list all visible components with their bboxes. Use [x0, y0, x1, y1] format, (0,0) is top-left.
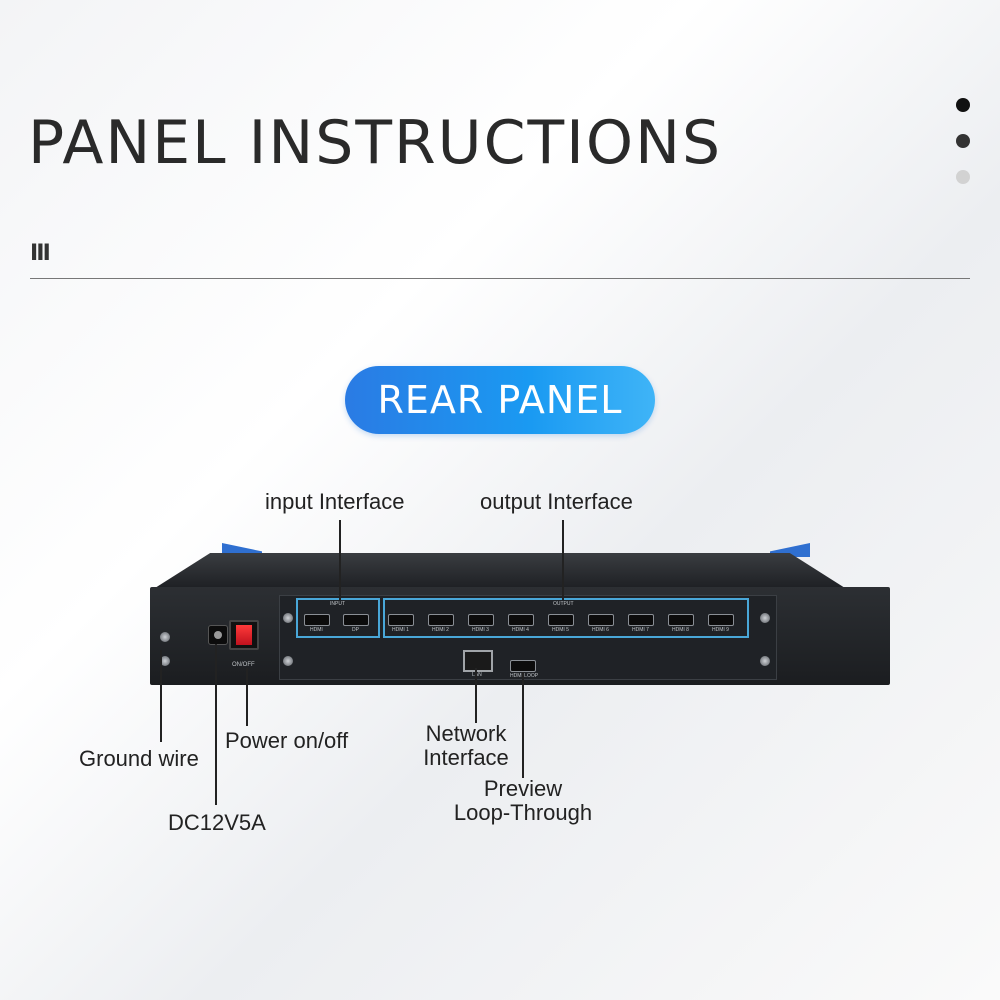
pagination-dot-1[interactable] [956, 98, 970, 112]
card-screw [760, 656, 770, 666]
input-group-print: INPUT [330, 601, 345, 607]
ground-screw-top [160, 632, 170, 642]
pagination-dots [956, 98, 970, 206]
dc-power-jack [208, 625, 228, 645]
lan-port [463, 650, 493, 672]
network-interface-line-2: Interface [423, 745, 509, 770]
hdmi-output-port [508, 614, 534, 626]
port-print: HDMI 2 [432, 627, 449, 633]
preview-loop-line-1: Preview [483, 776, 563, 801]
port-print: HDMI 5 [552, 627, 569, 633]
ground-screw-bottom [160, 656, 170, 666]
output-port-group [383, 598, 749, 638]
input-port-group [296, 598, 380, 638]
preview-leader-line [522, 672, 524, 778]
card-screw [283, 656, 293, 666]
output-interface-label: output Interface [480, 489, 633, 514]
port-print: HDMI 7 [632, 627, 649, 633]
port-print: HDMI 3 [472, 627, 489, 633]
preview-loop-line-2: Loop-Through [453, 800, 593, 825]
pagination-dot-3[interactable] [956, 170, 970, 184]
dp-input-port [343, 614, 369, 626]
hdmi-input-port [304, 614, 330, 626]
power-leader-line [246, 668, 248, 726]
port-print: DP [352, 627, 359, 633]
pagination-dot-2[interactable] [956, 134, 970, 148]
hdmi-output-port [628, 614, 654, 626]
ground-wire-label: Ground wire [79, 746, 199, 771]
device-top-surface [155, 553, 845, 588]
loop-print: HDMI LOOP [510, 673, 539, 679]
network-leader-line [475, 668, 477, 723]
hdmi-output-port [548, 614, 574, 626]
power-label: Power on/off [225, 728, 349, 753]
network-interface-label: Network Interface [416, 722, 516, 770]
switch-print: ON/OFF [232, 662, 255, 668]
card-screw [760, 613, 770, 623]
hdmi-output-port [468, 614, 494, 626]
input-interface-label: input Interface [265, 489, 405, 514]
dc-leader-line [215, 644, 217, 805]
hdmi-output-port [428, 614, 454, 626]
hdmi-output-port [588, 614, 614, 626]
dc-label: DC12V5A [168, 810, 266, 835]
ground-leader-line [160, 650, 162, 742]
port-print: HDMI 8 [672, 627, 689, 633]
hdmi-output-port [708, 614, 734, 626]
network-interface-line-1: Network [425, 721, 507, 746]
port-print: HDMI 9 [712, 627, 729, 633]
hdmi-output-port [668, 614, 694, 626]
page-title: PANEL INSTRUCTIONS [28, 108, 723, 178]
output-leader-line [562, 520, 564, 600]
section-number-mark: Ⅲ [30, 240, 51, 265]
output-group-print: OUTPUT [553, 601, 574, 607]
input-leader-line [339, 520, 341, 600]
rear-panel-badge: REAR PANEL [345, 366, 655, 434]
preview-loop-label: Preview Loop-Through [446, 777, 600, 825]
card-screw [283, 613, 293, 623]
power-switch [229, 620, 259, 650]
header-divider [30, 278, 970, 279]
port-print: HDMI 6 [592, 627, 609, 633]
port-print: HDMI 1 [392, 627, 409, 633]
port-print: HDMI [310, 627, 323, 633]
hdmi-loop-port [510, 660, 536, 672]
hdmi-output-port [388, 614, 414, 626]
port-print: HDMI 4 [512, 627, 529, 633]
